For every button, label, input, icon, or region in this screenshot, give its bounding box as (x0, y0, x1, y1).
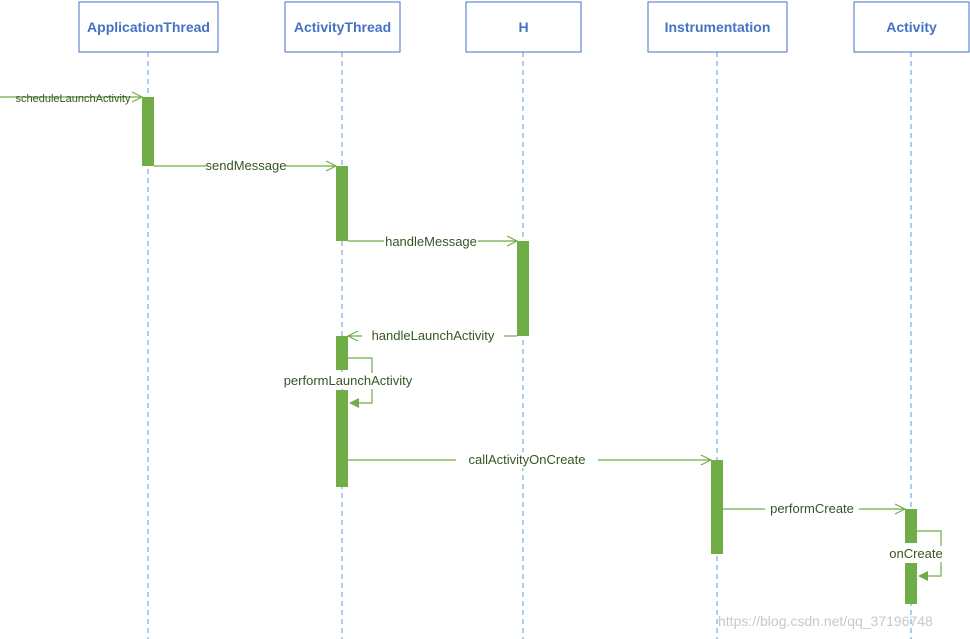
participant-box: Activity (853, 1, 970, 53)
message: handleMessage (348, 234, 517, 250)
activations (142, 97, 917, 604)
message: callActivityOnCreate (348, 452, 711, 468)
message: onCreate (885, 530, 947, 581)
participant-box: ApplicationThread (78, 1, 219, 53)
participant-label: Activity (886, 19, 937, 35)
participants: ApplicationThread ActivityThread H Instrume… (78, 1, 970, 53)
activation-bar (711, 460, 723, 554)
participant-box: Instrumentation (647, 1, 788, 53)
activation-bar (336, 336, 348, 370)
participant-label: Instrumentation (665, 19, 771, 35)
message-label: sendMessage (206, 158, 287, 173)
participant-label: ApplicationThread (87, 19, 210, 35)
activation-bar (336, 166, 348, 241)
activation-bar (905, 563, 917, 604)
message-label: performLaunchActivity (284, 373, 413, 388)
lifelines (147, 52, 912, 639)
message: handleLaunchActivity (348, 328, 517, 344)
message-label: performCreate (770, 501, 854, 516)
message: scheduleLaunchActivity (0, 93, 142, 105)
participant-box: ActivityThread (284, 1, 401, 53)
activation-bar (517, 241, 529, 336)
messages: scheduleLaunchActivity sendMessage handleM… (0, 93, 947, 581)
activation-bar (336, 390, 348, 487)
message-label: onCreate (889, 546, 942, 561)
activation-bar (905, 509, 917, 543)
message-label: callActivityOnCreate (468, 452, 585, 467)
participant-label: H (518, 19, 528, 35)
participant-box: H (465, 1, 582, 53)
message-label: handleLaunchActivity (372, 328, 495, 343)
participant-label: ActivityThread (294, 19, 391, 35)
watermark-text: https://blog.csdn.net/qq_37196748 (718, 613, 933, 629)
message: performLaunchActivity (272, 357, 424, 408)
message: performCreate (723, 501, 905, 517)
activation-bar (142, 97, 154, 166)
message-label: scheduleLaunchActivity (16, 93, 131, 105)
message-label: handleMessage (385, 234, 477, 249)
message: sendMessage (154, 158, 336, 174)
